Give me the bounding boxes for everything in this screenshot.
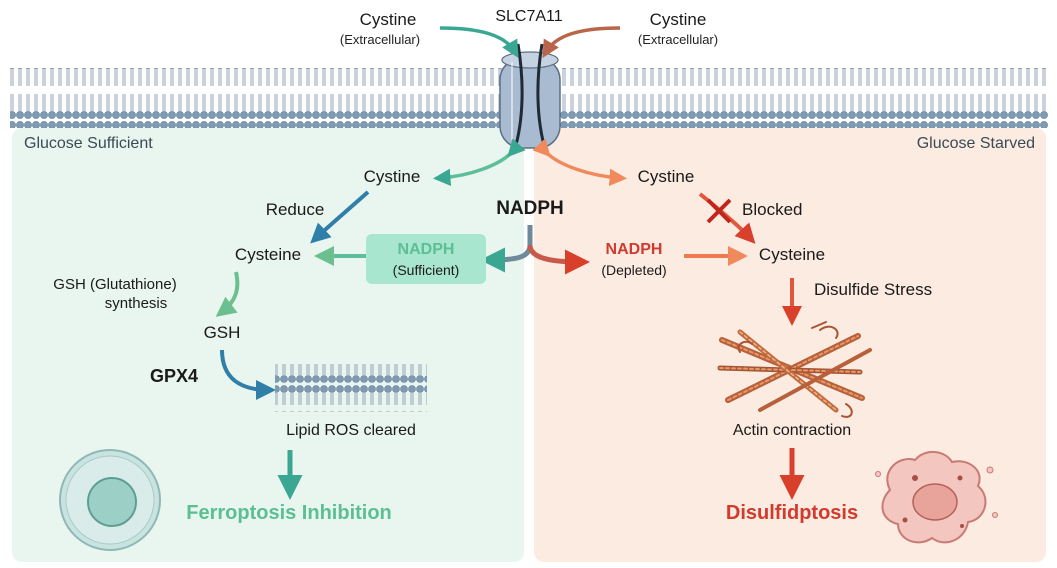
extracellular-cystine-left: Cystine (359, 10, 417, 29)
gsh-label: GSH (203, 323, 241, 342)
nadph-sufficient-box (366, 234, 486, 284)
gpx4-label: GPX4 (150, 366, 199, 386)
reduce-label: Reduce (265, 200, 325, 219)
arrow-transporter-to-cystine-left (433, 138, 526, 187)
actin-contraction-label: Actin contraction (732, 422, 852, 439)
panel-title-right: Glucose Starved (916, 135, 1035, 152)
disulfide-stress-label: Disulfide Stress (814, 280, 933, 299)
small-membrane (275, 364, 427, 412)
blocked-x-icon (706, 198, 732, 224)
cystine-right: Cystine (637, 167, 695, 186)
nadph-sufficient-sub: (Sufficient) (392, 262, 460, 278)
extracellular-label-left: (Extracellular) (339, 32, 421, 47)
nadph-sufficient-label: NADPH (397, 241, 455, 258)
blocked-label: Blocked (742, 200, 803, 219)
cystine-left: Cystine (363, 167, 421, 186)
arrow-cysteine-to-gsh (215, 271, 240, 317)
arrow-nadph-split-right (527, 244, 590, 275)
ferroptosis-inhibition-label: Ferroptosis Inhibition (186, 502, 392, 524)
gsh-synthesis-label: GSH (Glutathione) (53, 276, 177, 293)
influx-arrow-right (542, 26, 621, 59)
nadph-depleted-sub: (Depleted) (601, 262, 667, 278)
nadph-depleted-label: NADPH (605, 241, 663, 258)
arrow-transporter-to-cystine-right (532, 138, 627, 187)
cysteine-right: Cysteine (758, 245, 826, 264)
transporter-label: SLC7A11 (495, 8, 563, 25)
lipid-ros-label: Lipid ROS cleared (286, 422, 416, 439)
extracellular-cystine-right: Cystine (649, 10, 707, 29)
fragmented-cell-icon (875, 451, 998, 544)
arrow-gpx4 (220, 349, 276, 400)
right-panel (534, 128, 1046, 562)
arrow-blocked (698, 192, 756, 244)
cysteine-left: Cysteine (234, 245, 302, 264)
transporter-icon (499, 43, 561, 153)
nadph-center-label: NADPH (496, 198, 564, 219)
panel-title-left: Glucose Sufficient (24, 135, 153, 152)
cell-icon (59, 449, 161, 551)
arrow-reduce (310, 190, 370, 244)
gsh-synthesis-label-2: synthesis (104, 295, 168, 312)
extracellular-label-right: (Extracellular) (637, 32, 719, 47)
disulfidptosis-label: Disulfidptosis (725, 502, 859, 524)
actin-fiber-icon (717, 321, 872, 418)
influx-arrow-left (439, 26, 519, 59)
